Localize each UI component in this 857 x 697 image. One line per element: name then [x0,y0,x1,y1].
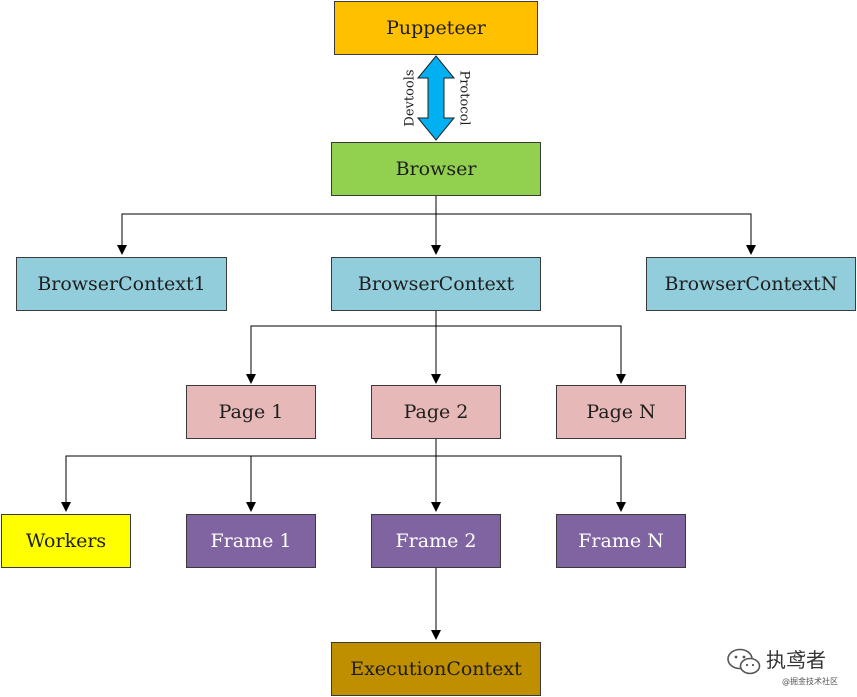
browser-node: Browser [331,142,541,196]
page-1-node: Page 1 [186,385,316,439]
edge-browser-context-to-page-n [436,325,626,384]
frame-n-node: Frame N [556,514,686,568]
frame-2-node: Frame 2 [371,514,501,568]
execution-context-node: ExecutionContext [331,642,541,696]
frame-1-node: Frame 1 [186,514,316,568]
protocol-label: Protocol [456,70,472,126]
edge-browser-to-browser-context-1 [117,196,437,255]
edge-browser-to-browser-context-n [436,213,756,255]
workers-node: Workers [1,514,131,568]
watermark-subtitle: @掘金技术社区 [782,677,838,686]
browser-context-node: BrowserContext [331,257,541,311]
devtools-protocol-double-arrow [416,55,456,141]
browser-context-n-node: BrowserContextN [646,257,856,311]
edge-browser-context-to-page-1 [246,311,437,384]
page-n-node: Page N [556,385,686,439]
puppeteer-node: Puppeteer [334,1,538,55]
edge-page-2-to-frame-n [436,455,626,512]
devtools-label: Devtools [402,69,418,127]
watermark: 执鸢者 @掘金技术社区 [722,642,852,694]
wechat-icon [727,648,761,675]
browser-context-1-node: BrowserContext1 [16,257,227,311]
edge-page-2-to-frame-1 [246,455,436,512]
page-2-node: Page 2 [371,385,501,439]
watermark-name: 执鸢者 [766,648,826,672]
